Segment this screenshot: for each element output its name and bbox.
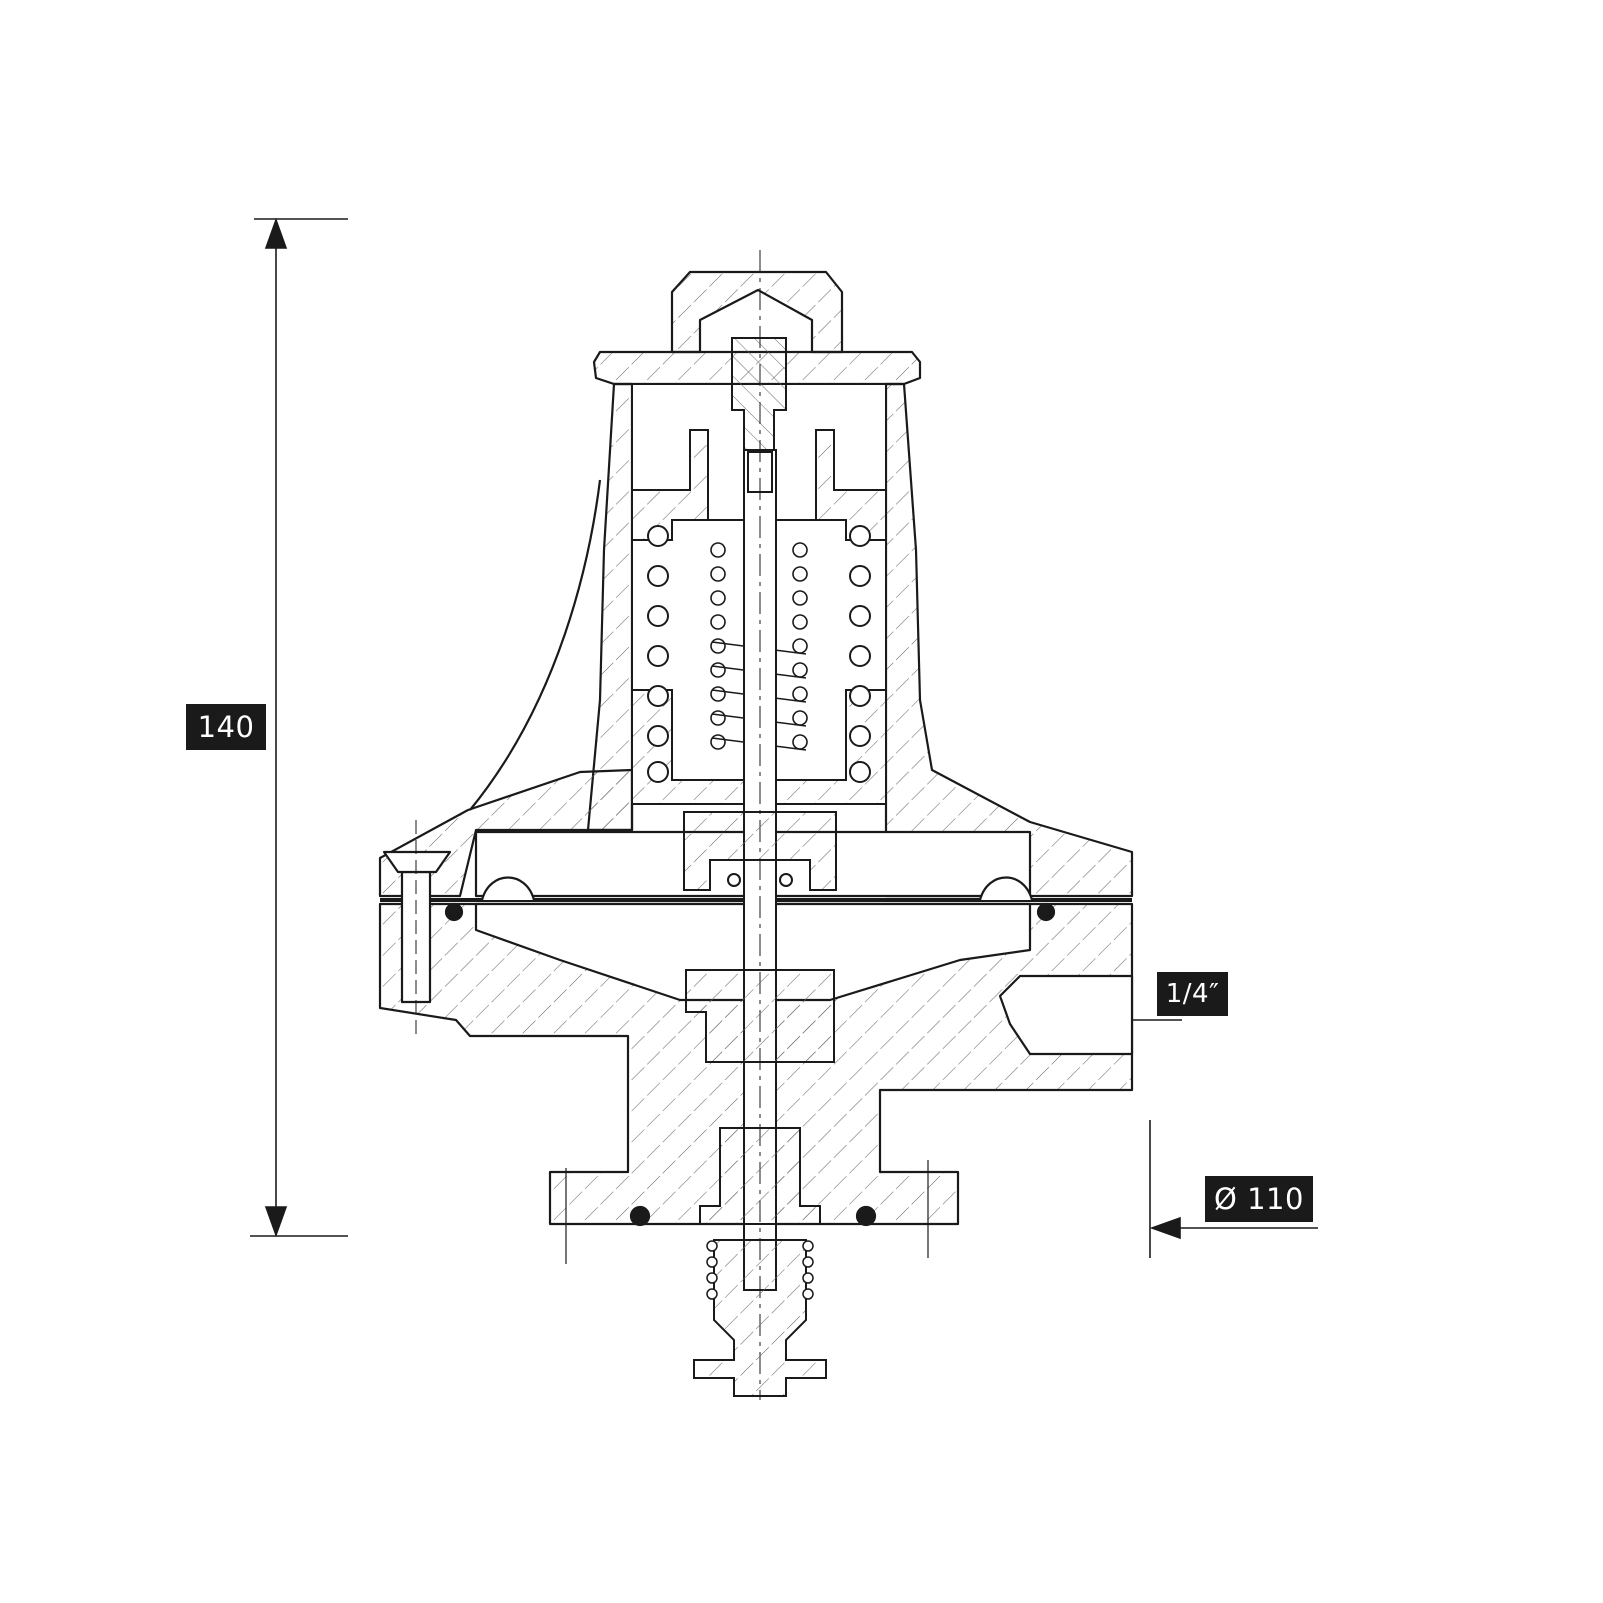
spring-housing-right-wall: [884, 382, 1134, 898]
height-dimension-label: 140: [186, 704, 266, 750]
cap-nut: [670, 270, 844, 354]
spring-housing-left-wall: [586, 382, 634, 832]
diaphragm-cover: [378, 768, 634, 898]
left-bolt-head: [382, 850, 452, 874]
arrow-left-icon: [1149, 1216, 1181, 1240]
o-rings: [444, 902, 1056, 1227]
stem-collar: [685, 969, 835, 1063]
stem-lower-housing: [699, 1127, 821, 1225]
diaphragm-bead-left: [480, 876, 536, 901]
valve-stem: [683, 250, 837, 1400]
outer-contour: [469, 479, 602, 811]
arrow-up-icon: [264, 217, 288, 249]
diameter-dimension-label: Ø 110: [1205, 1176, 1313, 1222]
spring-seat-upper: [631, 429, 887, 541]
bottom-nozzle: [693, 1239, 827, 1397]
spring-chamber: [631, 383, 887, 805]
diaphragm-bead-right: [978, 876, 1034, 901]
outer-spring-right: [849, 525, 871, 783]
bottom-spring: [706, 1240, 814, 1300]
port-bore: [998, 974, 1134, 1056]
stem-housing: [683, 811, 837, 891]
arrow-down-icon: [264, 1206, 288, 1238]
height-dimension: [250, 217, 348, 1238]
diameter-dimension: [1149, 1120, 1318, 1258]
outer-spring-left: [647, 525, 669, 783]
inner-spring: [710, 542, 808, 750]
port-size-label: 1/4″: [1157, 972, 1228, 1016]
